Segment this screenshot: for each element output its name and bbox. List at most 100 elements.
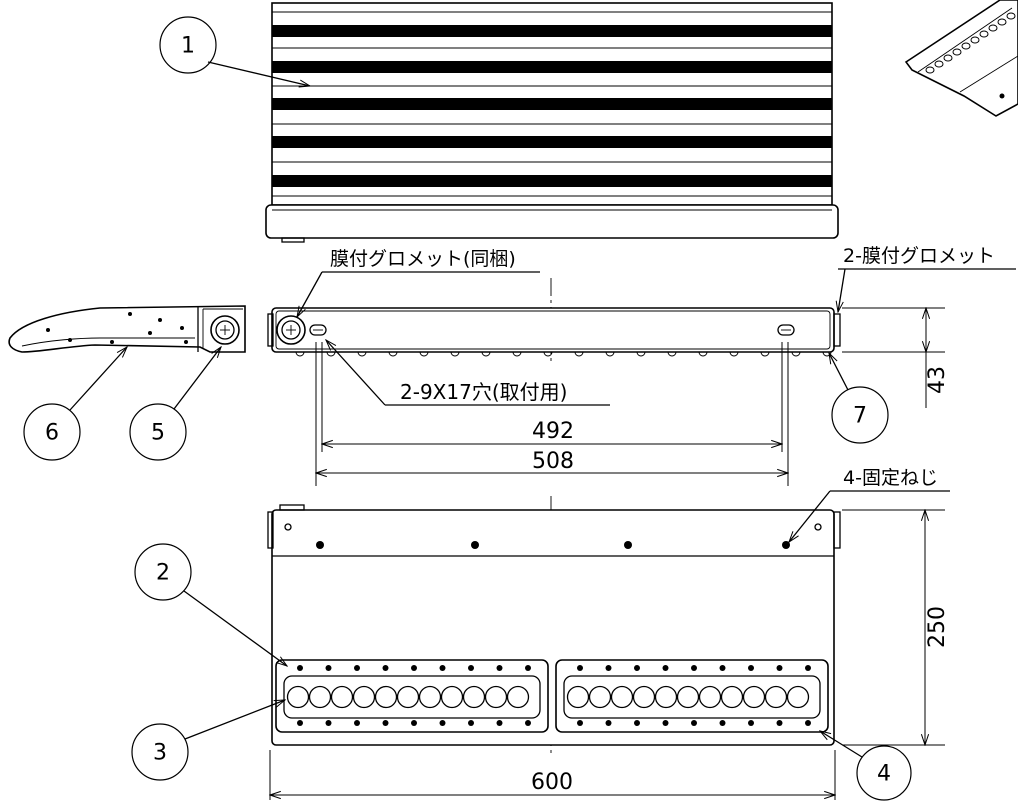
- panel-screw: [297, 665, 303, 671]
- dimension-492-508: 492 508: [316, 342, 788, 486]
- panel-screw: [411, 665, 417, 671]
- screw-head: [791, 351, 801, 357]
- side-screw: [148, 331, 152, 335]
- isometric-hole: [925, 66, 935, 74]
- side-screw: [68, 338, 72, 342]
- panel-screw: [691, 665, 697, 671]
- panel-screw: [634, 665, 640, 671]
- panel-screw: [719, 720, 726, 726]
- mount-holes-leader: [326, 340, 386, 406]
- isometric-hole: [997, 18, 1007, 26]
- fixing-screws-leader: [789, 490, 831, 542]
- cable-hole: [484, 685, 508, 709]
- panel-screw: [577, 665, 583, 671]
- isometric-hole: [988, 24, 998, 32]
- fixing-screw: [624, 541, 632, 549]
- dimension-250: 250: [842, 510, 950, 745]
- stripe-band: [272, 61, 832, 73]
- cable-hole: [610, 685, 634, 709]
- screw-head: [357, 351, 367, 357]
- dimension-492: 492: [532, 419, 574, 444]
- stripe-band: [272, 175, 832, 187]
- balloon-5-leader: [173, 347, 221, 410]
- balloon-7-leader: [829, 353, 849, 391]
- dimension-508: 508: [532, 449, 574, 474]
- balloon-3-number: 3: [153, 741, 167, 766]
- label-fixing-screws: 4-固定ねじ: [789, 467, 950, 542]
- cable-hole: [352, 685, 376, 709]
- mount-slot-left: [309, 324, 327, 336]
- panel-screw: [634, 720, 640, 726]
- panel-screw: [297, 720, 303, 726]
- panel-screw: [577, 720, 583, 726]
- cable-hole: [742, 685, 766, 709]
- stripe-band: [272, 98, 832, 110]
- balloon-4-number: 4: [877, 762, 891, 787]
- grommet-two-leader: [838, 268, 846, 312]
- balloon-7-number: 7: [853, 404, 867, 429]
- fixing-screws-text: 4-固定ねじ: [843, 467, 938, 489]
- front-view-body: [271, 307, 835, 353]
- isometric-hole: [952, 48, 962, 56]
- screw-head: [574, 351, 584, 357]
- balloon-4-leader: [820, 731, 863, 758]
- cable-hole: [676, 685, 700, 709]
- screw-head: [481, 351, 491, 357]
- panel-left-inner: [283, 675, 541, 719]
- isometric-hole: [961, 42, 971, 50]
- fixing-screw: [316, 541, 324, 549]
- small-hole: [284, 523, 292, 531]
- grommet-inner: [281, 320, 301, 340]
- screw-head: [698, 351, 708, 357]
- small-hole: [814, 523, 822, 531]
- panel-screw: [496, 665, 503, 671]
- panel-screw: [354, 720, 360, 726]
- panel-screw: [719, 665, 726, 671]
- screw-head: [326, 351, 336, 357]
- panel-screw: [805, 665, 811, 671]
- balloon-4: 4: [820, 731, 912, 801]
- cable-hole: [440, 685, 464, 709]
- right-side-tab: [833, 313, 841, 347]
- balloon-7: 7: [829, 353, 889, 444]
- side-screw: [46, 328, 50, 332]
- screw-head: [450, 351, 460, 357]
- isometric-hole: [1006, 12, 1016, 20]
- balloon-3-leader: [184, 699, 285, 740]
- cable-hole: [308, 685, 332, 709]
- isometric-edge: [917, 7, 1013, 73]
- bottom-view-top-tab: [279, 504, 305, 511]
- panel-screw: [748, 720, 754, 726]
- left-side-tab: [267, 511, 274, 549]
- panel-screw: [325, 720, 332, 726]
- screw-head: [543, 351, 553, 357]
- left-side-tab: [267, 313, 274, 347]
- cable-hole: [764, 685, 788, 709]
- side-view-body: [8, 305, 246, 353]
- cable-hole: [588, 685, 612, 709]
- cable-hole: [720, 685, 744, 709]
- screw-head: [760, 351, 770, 357]
- grommet-included-text: 膜付グロメット(同梱): [330, 248, 516, 270]
- dimension-43-text: 43: [925, 366, 950, 394]
- panel-screw: [439, 665, 446, 671]
- panel-screw: [805, 720, 811, 726]
- balloon-5: 5: [129, 347, 221, 461]
- panel-screw: [776, 720, 783, 726]
- cable-hole: [506, 685, 530, 709]
- panel-screw: [662, 720, 669, 726]
- balloon-6-leader: [69, 347, 127, 411]
- cable-hole: [330, 685, 354, 709]
- panel-screw: [382, 665, 389, 671]
- isometric-edge: [959, 55, 1018, 93]
- grommet-leader: [297, 271, 323, 317]
- label-grommet-two: 2-膜付グロメット: [838, 245, 1016, 312]
- panel-screw: [496, 720, 503, 726]
- side-screw: [110, 340, 114, 344]
- panel-screw: [691, 720, 697, 726]
- side-view: [8, 305, 246, 353]
- balloon-1-number: 1: [181, 34, 195, 59]
- cable-hole: [462, 685, 486, 709]
- top-view: [265, 2, 839, 243]
